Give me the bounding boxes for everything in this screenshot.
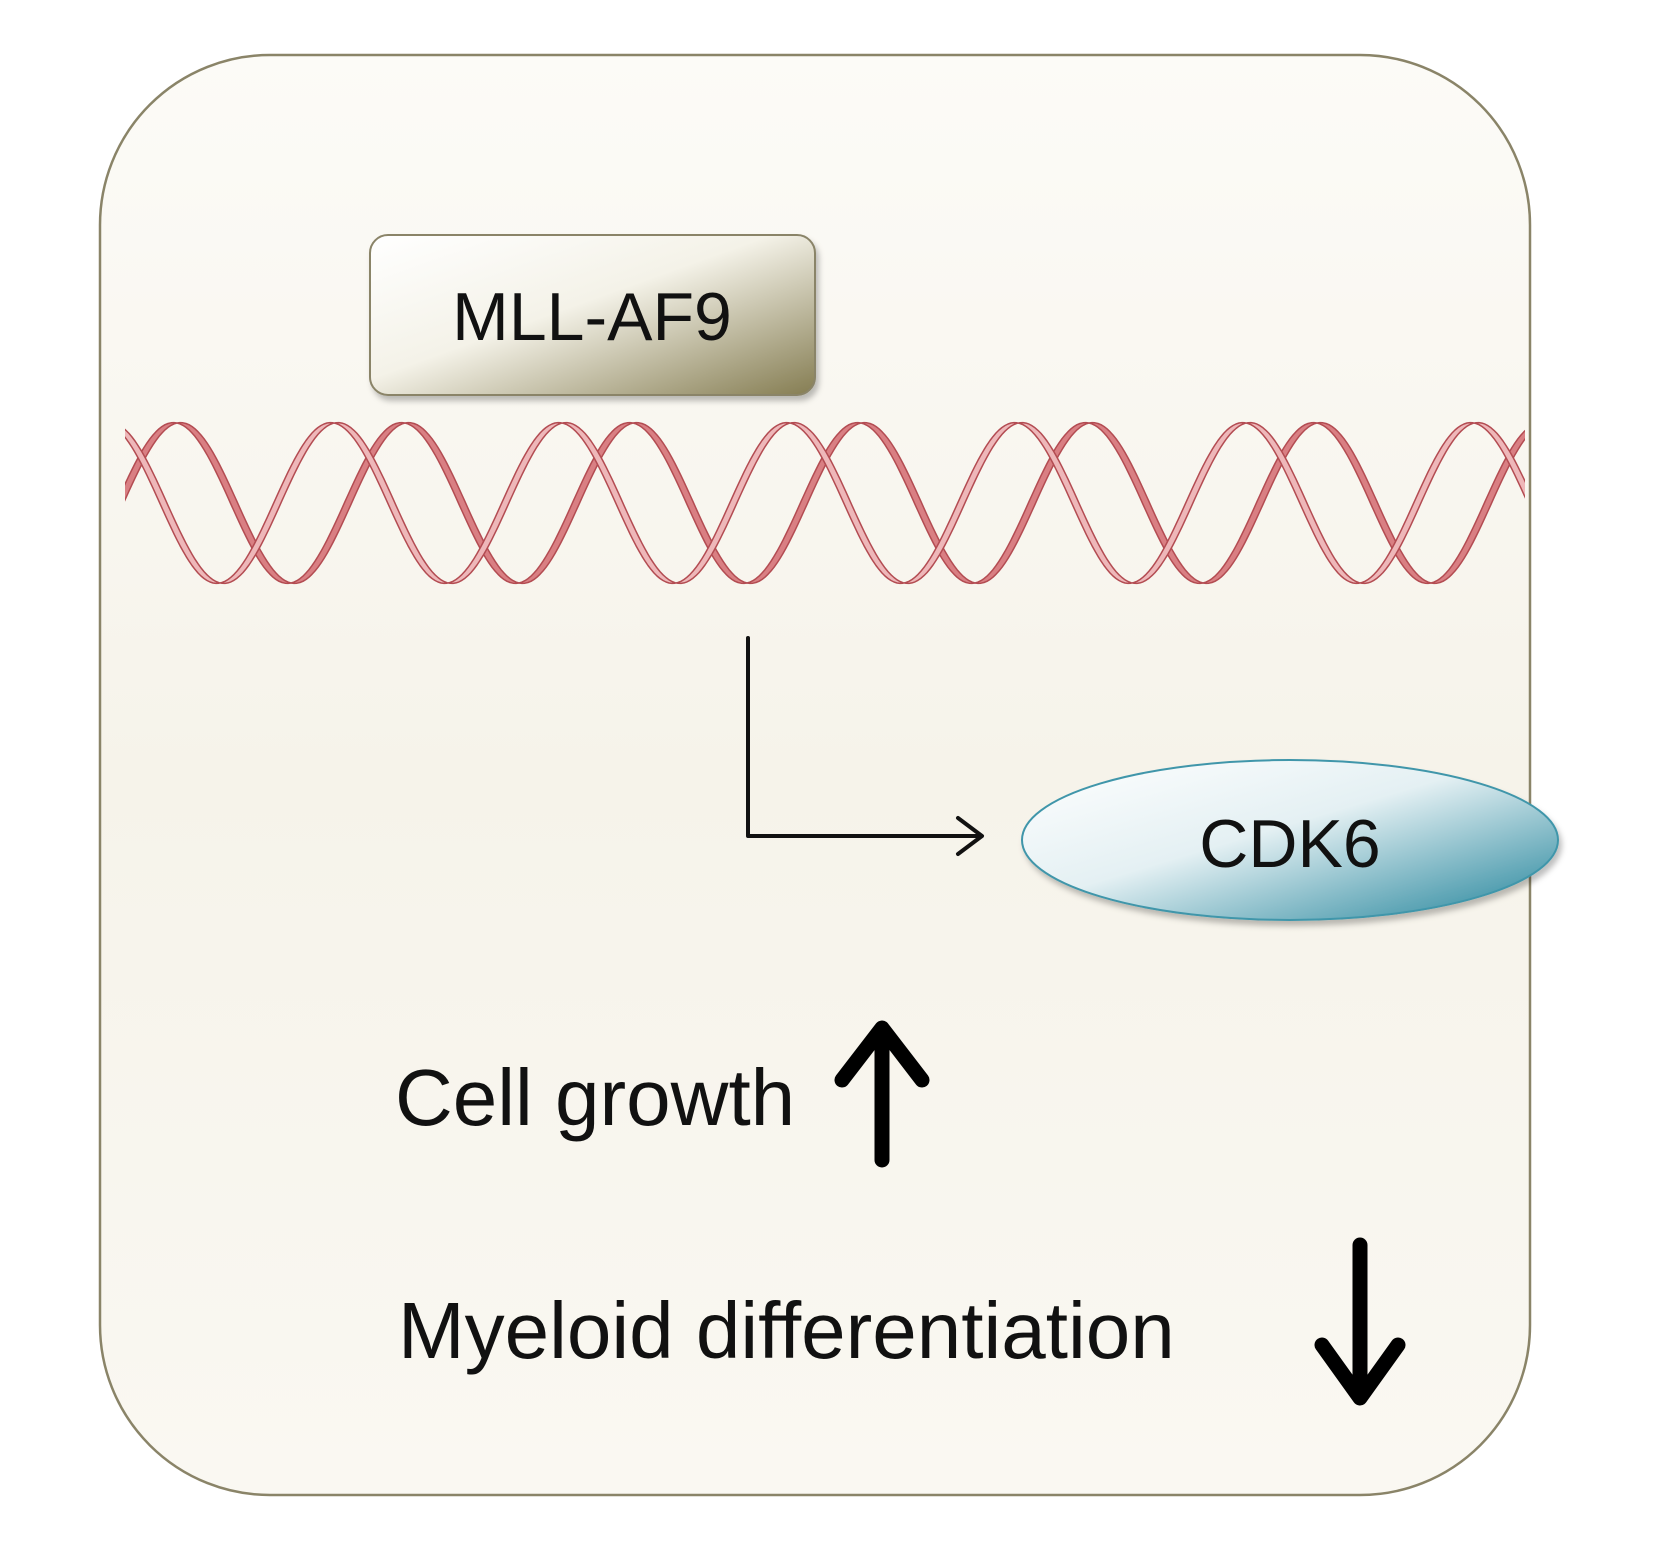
mll-af9-label: MLL-AF9 xyxy=(452,279,732,355)
down-arrow-icon xyxy=(1314,1237,1406,1406)
panel-frame xyxy=(98,53,1532,1497)
cell-growth-label: Cell growth xyxy=(395,1053,795,1142)
cdk6-ellipse xyxy=(1021,759,1559,921)
up-arrow-icon xyxy=(834,1020,930,1168)
cdk6-label: CDK6 xyxy=(1199,806,1380,882)
activation-arrow-icon xyxy=(746,636,984,856)
mll-af9-box xyxy=(369,234,816,396)
dna-strand-b xyxy=(125,421,1525,585)
mll-af9-box-shape xyxy=(369,234,816,396)
dna-helix-icon xyxy=(125,421,1525,585)
myeloid-differentiation-label: Myeloid differentiation xyxy=(398,1286,1175,1375)
cdk6-ellipse-shape xyxy=(1021,759,1559,921)
